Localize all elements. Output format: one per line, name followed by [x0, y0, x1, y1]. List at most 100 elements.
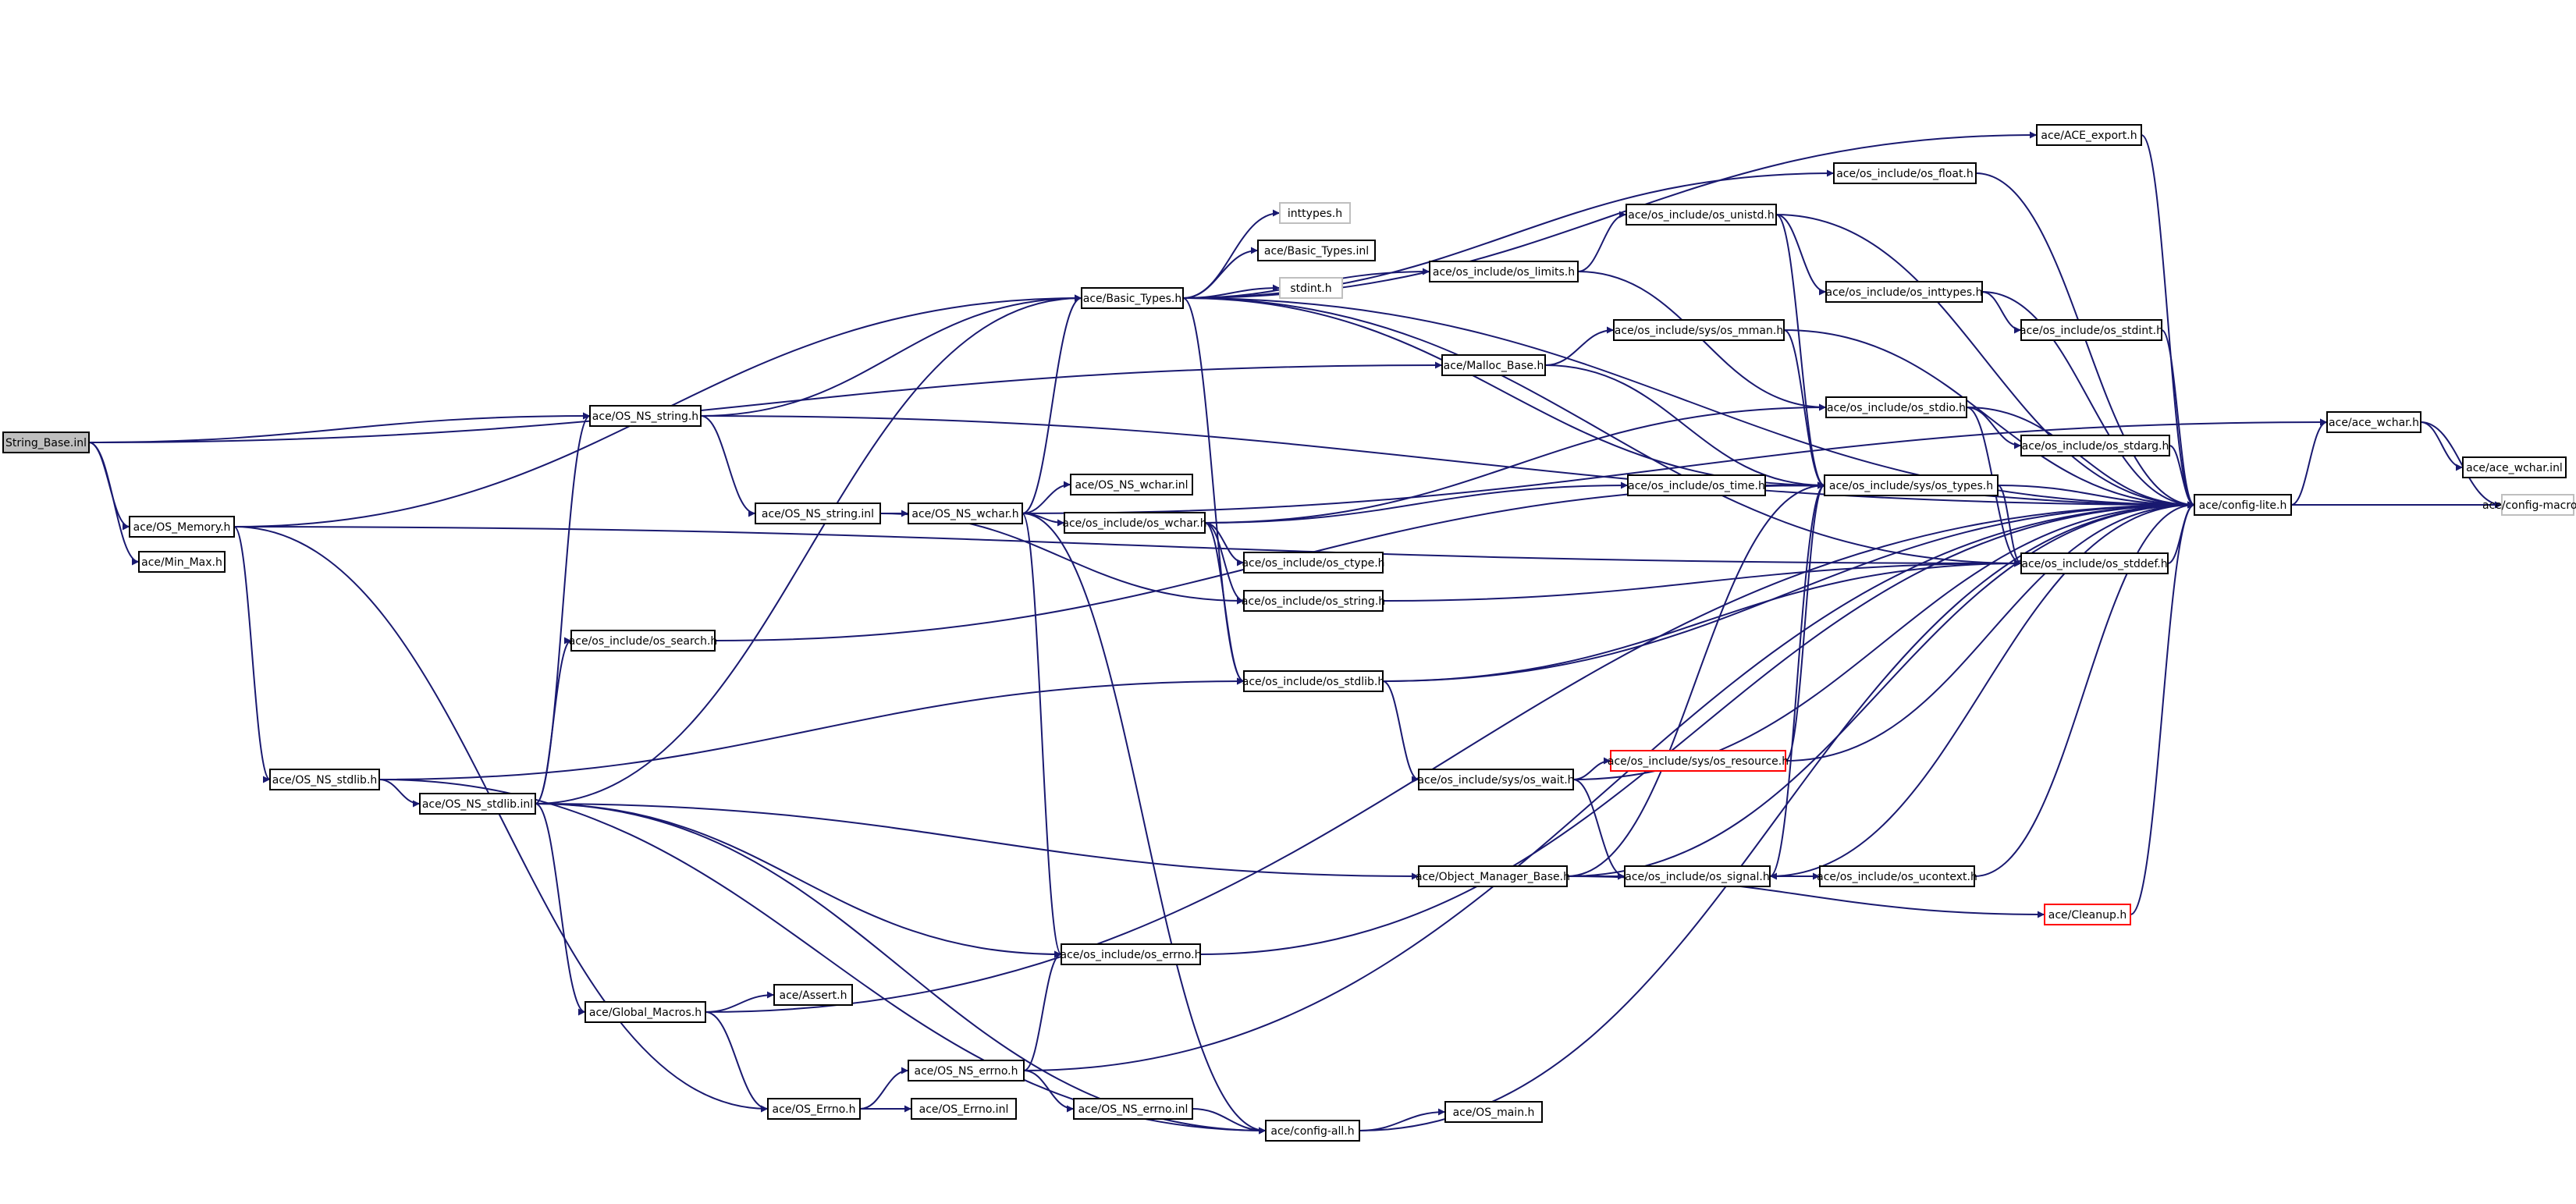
node-os-main-h[interactable]: ace/OS_main.h: [1444, 1101, 1543, 1123]
edge-os_wait_h-to-os_resource_h: [1572, 757, 1611, 780]
node-label: ace/os_include/os_inttypes.h: [1826, 286, 1983, 299]
node-inttypes-h[interactable]: inttypes.h: [1279, 202, 1351, 224]
node-box: [1627, 474, 1766, 496]
edge-ace_wchar_h-to-ace_wchar_inl: [2420, 421, 2464, 471]
edge-os_inttypes_h-to-os_stdint_h: [1981, 291, 2022, 334]
node-box: [1061, 943, 1201, 965]
node-os-ns-wchar-h[interactable]: ace/OS_NS_wchar.h: [908, 503, 1023, 524]
edge-config_lite_h-to-ace_wchar_h: [2290, 418, 2328, 506]
node-basic-types-inl[interactable]: ace/Basic_Types.inl: [1257, 240, 1376, 261]
node-box: [2501, 494, 2574, 516]
node-os-wait-h[interactable]: ace/os_include/sys/os_wait.h: [1417, 769, 1575, 790]
node-os-stdint-h[interactable]: ace/os_include/os_stdint.h: [2020, 319, 2163, 341]
node-os-inttypes-h[interactable]: ace/os_include/os_inttypes.h: [1825, 281, 1983, 303]
node-os-ns-string-inl[interactable]: ace/OS_NS_string.inl: [755, 503, 881, 524]
edge-object_manager_base_h-to-os_types_h: [1566, 481, 1825, 877]
node-label: ace/os_include/os_search.h: [569, 635, 718, 648]
node-os-ctype-h[interactable]: ace/os_include/os_ctype.h: [1242, 552, 1385, 574]
node-os-stdio-h[interactable]: ace/os_include/os_stdio.h: [1825, 396, 1967, 418]
node-string-base-inl[interactable]: String_Base.inl: [2, 432, 90, 453]
edge-string_base_inl-to-os_ns_string_h: [88, 412, 591, 443]
node-label: ace/OS_NS_string.inl: [762, 508, 874, 520]
node-box: [908, 1060, 1025, 1081]
node-global-macros-h[interactable]: ace/Global_Macros.h: [584, 1001, 706, 1023]
node-ace-wchar-inl[interactable]: ace/ace_wchar.inl: [2462, 456, 2567, 478]
node-label: ace/OS_NS_stdlib.h: [272, 774, 378, 787]
node-assert-h[interactable]: ace/Assert.h: [773, 984, 853, 1006]
edge-global_macros_h-to-os_errno_ace_h: [705, 1011, 769, 1113]
node-min-max-h[interactable]: ace/Min_Max.h: [138, 551, 226, 573]
node-os-errno-inl[interactable]: ace/OS_Errno.inl: [911, 1098, 1017, 1120]
node-config-lite-h[interactable]: ace/config-lite.h: [2194, 494, 2292, 516]
node-box: [2044, 904, 2131, 925]
node-os-time-h[interactable]: ace/os_include/os_time.h: [1627, 474, 1766, 496]
node-label: stdint.h: [1290, 282, 1331, 295]
node-box: [1819, 865, 1975, 887]
node-os-float-h[interactable]: ace/os_include/os_float.h: [1833, 162, 1977, 184]
node-os-limits-h[interactable]: ace/os_include/os_limits.h: [1429, 261, 1579, 282]
node-label: ace/config-all.h: [1270, 1125, 1354, 1138]
node-ace-export-h[interactable]: ace/ACE_export.h: [2036, 124, 2142, 146]
node-os-stddef-h[interactable]: ace/os_include/os_stddef.h: [2020, 552, 2169, 574]
node-os-memory-h[interactable]: ace/OS_Memory.h: [129, 516, 235, 538]
node-box: [1418, 769, 1574, 790]
node-box: [767, 1098, 861, 1120]
edge-string_base_inl-to-malloc_base_h: [88, 361, 1443, 443]
node-os-search-h[interactable]: ace/os_include/os_search.h: [569, 630, 718, 652]
node-label: ace/Assert.h: [780, 989, 847, 1002]
node-os-stdarg-h[interactable]: ace/os_include/os_stdarg.h: [2020, 435, 2170, 456]
node-basic-types-h[interactable]: ace/Basic_Types.h: [1081, 287, 1184, 309]
node-label: ace/os_include/os_stddef.h: [2021, 558, 2167, 570]
node-box: [2036, 124, 2142, 146]
node-stdint-h[interactable]: stdint.h: [1279, 277, 1343, 299]
node-cleanup-h[interactable]: ace/Cleanup.h: [2044, 904, 2131, 925]
node-label: ace/os_include/sys/os_mman.h: [1615, 325, 1783, 337]
node-os-wchar-h[interactable]: ace/os_include/os_wchar.h: [1062, 512, 1207, 534]
node-os-signal-h[interactable]: ace/os_include/os_signal.h: [1624, 865, 1771, 887]
node-label: ace/OS_NS_wchar.inl: [1075, 479, 1188, 492]
node-label: ace/OS_NS_string.h: [592, 410, 698, 423]
edge-os_resource_h-to-os_types_h: [1785, 481, 1825, 762]
edge-os_ns_wchar_h-to-config_all_h: [1022, 513, 1267, 1135]
node-ace-wchar-h[interactable]: ace/ace_wchar.h: [2326, 411, 2421, 433]
node-box: [1279, 202, 1351, 224]
node-malloc-base-h[interactable]: ace/Malloc_Base.h: [1441, 354, 1546, 376]
node-os-ns-wchar-inl[interactable]: ace/OS_NS_wchar.inl: [1070, 474, 1193, 495]
node-box: [1064, 512, 1206, 534]
node-os-ucontext-h[interactable]: ace/os_include/os_ucontext.h: [1817, 865, 1977, 887]
node-label: inttypes.h: [1288, 208, 1342, 220]
node-label: ace/os_include/os_string.h: [1242, 595, 1385, 608]
node-os-ns-string-h[interactable]: ace/OS_NS_string.h: [589, 405, 702, 427]
node-box: [2, 432, 90, 453]
node-os-mman-h[interactable]: ace/os_include/sys/os_mman.h: [1613, 319, 1785, 341]
edge-os_stdio_h-to-os_stdarg_h: [1966, 407, 2022, 449]
node-object-manager-base-h[interactable]: ace/Object_Manager_Base.h: [1416, 865, 1570, 887]
node-box: [1279, 277, 1343, 299]
node-label: ace/os_include/os_stdlib.h: [1242, 676, 1384, 688]
edge-os_ucontext_h-to-config_lite_h: [1974, 501, 2195, 877]
node-os-string-h[interactable]: ace/os_include/os_string.h: [1242, 590, 1385, 612]
edge-global_macros_h-to-assert_h: [705, 991, 775, 1013]
node-os-ns-stdlib-inl[interactable]: ace/OS_NS_stdlib.inl: [419, 793, 536, 815]
node-box: [2020, 552, 2169, 574]
node-os-ns-stdlib-h[interactable]: ace/OS_NS_stdlib.h: [269, 769, 380, 790]
node-label: ace/ACE_export.h: [2041, 130, 2137, 142]
edge-basic_types_h-to-os_stddef_h: [1182, 297, 2022, 567]
node-label: ace/os_include/os_ctype.h: [1242, 557, 1384, 570]
node-os-ns-errno-h[interactable]: ace/OS_NS_errno.h: [908, 1060, 1025, 1081]
node-os-errno-h[interactable]: ace/os_include/os_errno.h: [1061, 943, 1202, 965]
edge-os_inttypes_h-to-config_lite_h: [1981, 291, 2195, 509]
node-config-macros-h[interactable]: ace/config-macros.h: [2482, 494, 2576, 516]
node-label: ace/OS_NS_errno.h: [914, 1065, 1018, 1078]
node-os-errno-ace-h[interactable]: ace/OS_Errno.h: [767, 1098, 861, 1120]
node-box: [1825, 396, 1967, 418]
node-os-types-h[interactable]: ace/os_include/sys/os_types.h: [1824, 474, 1999, 496]
node-os-unistd-h[interactable]: ace/os_include/os_unistd.h: [1626, 204, 1777, 226]
node-box: [1243, 670, 1384, 692]
node-os-resource-h[interactable]: ace/os_include/sys/os_resource.h: [1608, 750, 1789, 772]
node-box: [589, 405, 702, 427]
node-config-all-h[interactable]: ace/config-all.h: [1265, 1120, 1360, 1142]
node-os-stdlib-h[interactable]: ace/os_include/os_stdlib.h: [1242, 670, 1384, 692]
node-os-ns-errno-inl[interactable]: ace/OS_NS_errno.inl: [1073, 1098, 1193, 1120]
